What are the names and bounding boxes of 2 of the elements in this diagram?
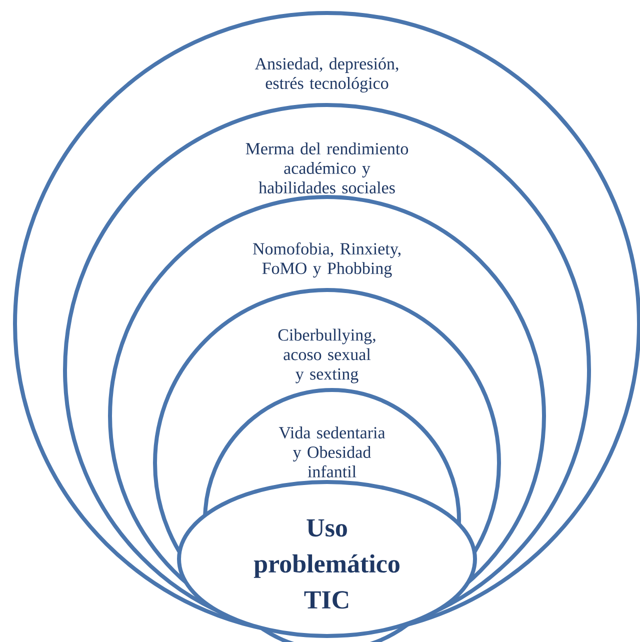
node-label: Uso problemático TIC bbox=[254, 519, 400, 609]
node-label: Vida sedentaria y Obesidad infantil bbox=[278, 426, 386, 478]
